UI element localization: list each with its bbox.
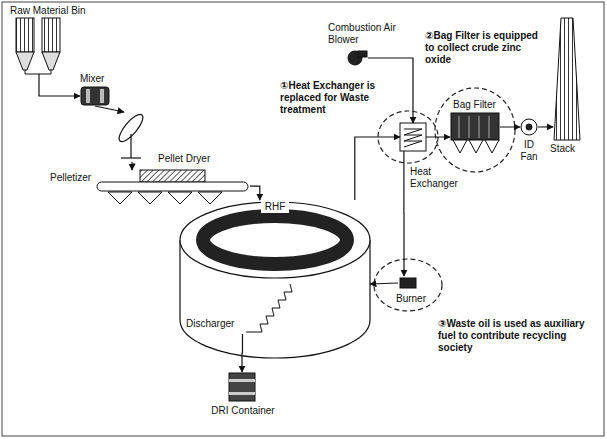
equipment-label: RHF <box>261 201 289 213</box>
blower-symbol <box>348 51 367 65</box>
flow-line <box>403 151 404 276</box>
equipment-label: ID Fan <box>516 139 542 163</box>
burner-node: Burner <box>398 276 418 290</box>
flow-line <box>131 162 132 170</box>
equipment-label: DRI Container <box>207 405 279 417</box>
equipment-label: Stack <box>550 143 590 155</box>
bin-symbol <box>16 18 60 74</box>
rotary-hearth-furnace <box>180 202 370 358</box>
fan-symbol <box>521 119 537 135</box>
discharger-screw <box>246 284 292 332</box>
flow-line <box>538 126 553 127</box>
pellet-dryer-symbol <box>97 170 248 204</box>
equipment-label: Pelletizer <box>50 172 100 184</box>
equipment-label: Discharger <box>186 318 241 330</box>
flow-line <box>241 334 243 372</box>
callout-note: ③Waste oil is used as auxiliary fuel to … <box>438 318 598 354</box>
mixer-node: Mixer <box>80 86 110 106</box>
callout-note: ①Heat Exchanger is replaced for Waste tr… <box>280 80 388 116</box>
equipment-label: Bag Filter <box>453 99 501 111</box>
flow-line <box>426 136 450 137</box>
pellet-dryer-node: Pellet Dryer <box>95 170 250 206</box>
bag-filter-symbol <box>451 113 499 153</box>
stack-symbol <box>554 18 580 140</box>
flow-line <box>95 106 124 112</box>
mixer-symbol <box>81 87 109 105</box>
rhf-node: RHF <box>180 200 370 360</box>
stack-node: Stack <box>553 18 581 140</box>
callout-note: ②Bag Filter is equipped to collect crude… <box>425 30 550 66</box>
flow-line <box>39 74 80 96</box>
id-fan-node: ID Fan <box>520 118 538 136</box>
equipment-label: Mixer <box>80 73 120 85</box>
equipment-label: Heat Exchanger <box>410 166 466 190</box>
pelletizer-node: Pelletizer <box>112 112 152 162</box>
flow-line <box>355 137 400 200</box>
discharger-node: Discharger <box>238 282 294 334</box>
flow-line <box>500 126 520 127</box>
equipment-label: Burner <box>396 293 436 305</box>
equipment-label: Combustion Air Blower <box>328 22 406 46</box>
equipment-label: Raw Material Bin <box>10 5 110 17</box>
flow-line <box>370 283 398 284</box>
bin-node: Raw Material Bin <box>14 18 64 74</box>
burner-symbol <box>400 278 416 288</box>
dri-container-node: DRI Container <box>228 372 256 402</box>
heat-exchanger-symbol <box>400 123 426 151</box>
container-symbol <box>229 373 255 401</box>
heat-exchanger-node: Heat Exchanger <box>400 123 426 151</box>
callout-ring <box>374 88 515 311</box>
blower-node: Combustion Air Blower <box>345 50 368 66</box>
bag-filter-node: Bag Filter <box>450 112 500 154</box>
pelletizer-symbol <box>115 111 146 158</box>
equipment-label: Pellet Dryer <box>158 153 228 165</box>
flow-line <box>250 186 260 200</box>
